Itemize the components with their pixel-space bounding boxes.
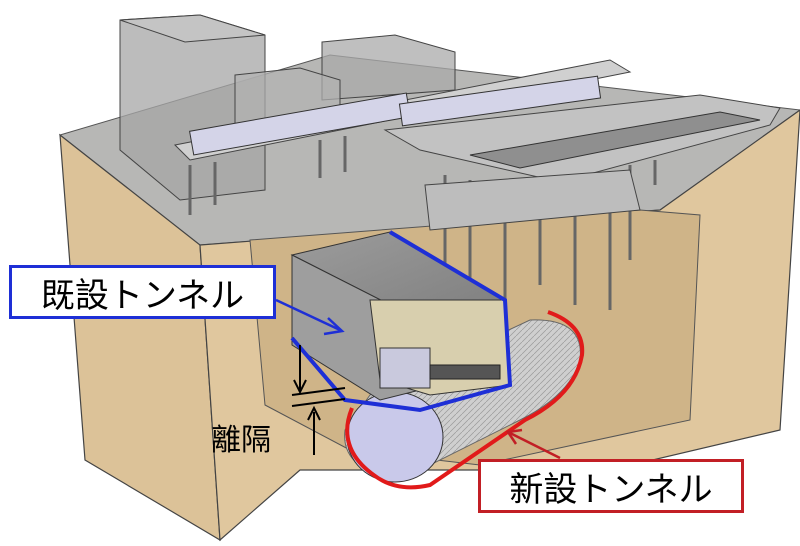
new-tunnel-label: 新設トンネル: [478, 459, 744, 513]
label-pointers: [275, 298, 561, 460]
separation-dimension: [291, 345, 346, 455]
existing-pointer-arrow: [275, 298, 341, 332]
building-tall-top: [119, 14, 266, 43]
existing-tunnel: [290, 230, 513, 413]
platform: [469, 111, 761, 169]
separation-label: 離隔: [211, 423, 271, 458]
buildings: [119, 14, 456, 201]
pier-cap: [424, 169, 641, 231]
existing-tunnel-platform: [429, 364, 501, 380]
new-tunnel-outline: [345, 310, 585, 490]
building-mid: [321, 34, 456, 101]
new-pointer-arrow: [509, 431, 561, 460]
existing-tunnel-train: [379, 347, 431, 389]
elevated-railway: [173, 59, 781, 310]
train-right: [398, 75, 602, 127]
existing-tunnel-label: 既設トンネル: [9, 265, 276, 319]
